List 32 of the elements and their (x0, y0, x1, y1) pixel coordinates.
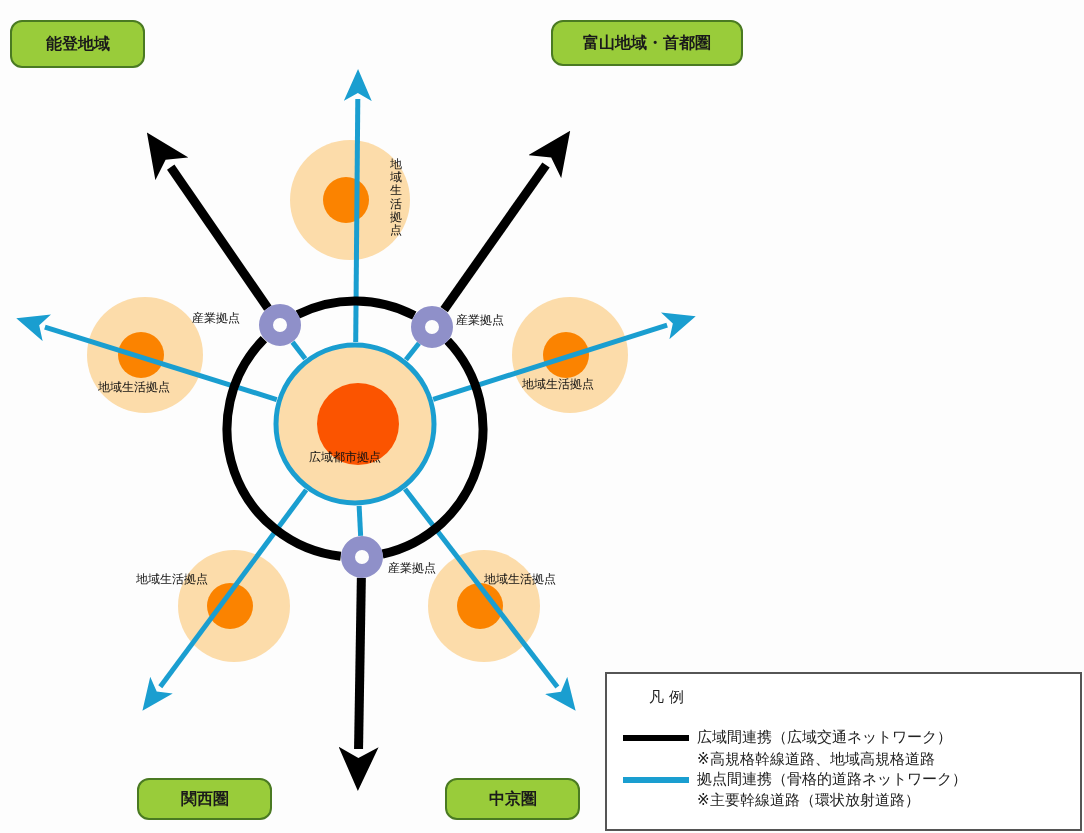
hub-name: 産業拠点 (191, 311, 240, 326)
hub-name: 地域生活拠点 (136, 572, 208, 587)
region-label: 能登地域 (10, 20, 145, 68)
hub-name: 広域都市拠点 (309, 450, 381, 465)
road-line (403, 341, 421, 362)
road-arrow (403, 487, 576, 711)
road-line (290, 340, 308, 361)
road-arrow (432, 312, 696, 402)
legend-text: 広域間連携（広域交通ネットワーク） (697, 728, 952, 747)
legend-note: ※主要幹線道路（環状放射道路） (697, 791, 920, 810)
hub-name: 産業拠点 (456, 312, 505, 328)
road-line (356, 505, 364, 536)
road-line (381, 337, 488, 559)
legend-text: 拠点間連携（骨格的道路ネットワーク） (697, 770, 967, 789)
road-line (295, 296, 417, 320)
hub-name: 地域生活拠点 (390, 158, 402, 238)
road-arrow (146, 132, 272, 311)
region-label: 中京圏 (445, 778, 580, 820)
road-arrow (440, 130, 571, 313)
hub-name: 地域生活拠点 (522, 377, 594, 392)
road-arrow (343, 69, 372, 342)
road-arrow (338, 577, 379, 791)
road-line (222, 336, 342, 561)
legend-note: ※高規格幹線道路、地域高規格道路 (697, 750, 935, 769)
legend-title: 凡 例 (649, 688, 684, 707)
road-arrow (142, 488, 309, 711)
region-label: 富山地域・首都圏 (551, 20, 743, 66)
hub-name: 産業拠点 (387, 560, 436, 576)
road-arrow (16, 314, 278, 402)
region-label: 関西圏 (137, 778, 272, 820)
hub-name: 地域生活拠点 (484, 572, 556, 587)
hub-name: 地域生活拠点 (98, 380, 170, 395)
